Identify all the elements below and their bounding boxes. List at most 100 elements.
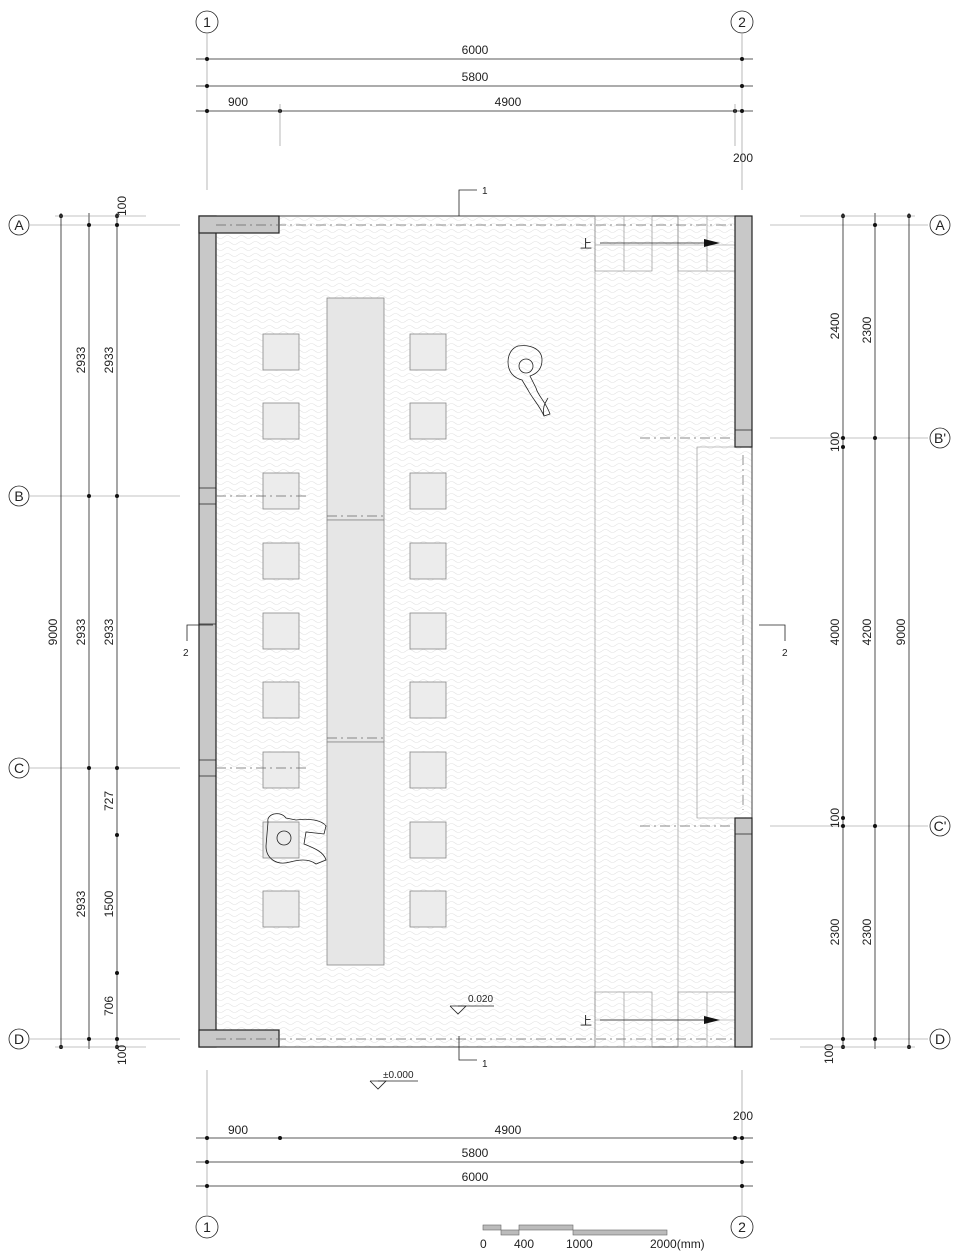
dim-top-seg-right: 200 — [733, 151, 753, 165]
section-mark-2-left — [186, 624, 213, 641]
seat — [262, 681, 300, 719]
grid-bubble-row-d-left: D — [8, 1028, 30, 1050]
grid-label-row-c-prime-right: C' — [934, 818, 947, 834]
dim-right-col2-0: 2300 — [860, 316, 874, 343]
grid-bubble-row-d-right: D — [929, 1028, 951, 1050]
seat — [409, 402, 447, 440]
seat — [262, 333, 300, 371]
grid-label-col-1-top: 1 — [203, 14, 211, 30]
grid-bubble-col-1-bottom: 1 — [195, 1215, 219, 1239]
grid-label-row-c-left: C — [14, 760, 24, 776]
seat — [262, 542, 300, 580]
section-mark-2-right — [759, 624, 786, 641]
dim-bottom-inner: 5800 — [462, 1146, 489, 1160]
section-label-2-right: 2 — [782, 648, 788, 659]
seat — [262, 890, 300, 928]
section-label-2-left: 2 — [183, 648, 189, 659]
grid-bubble-col-1-top: 1 — [195, 10, 219, 34]
dim-left-col2-1: 2933 — [74, 618, 88, 645]
dim-left-col3-3: 1500 — [102, 890, 116, 917]
seat — [409, 542, 447, 580]
section-label-1-bottom: 1 — [482, 1059, 488, 1070]
grid-bubble-col-2-top: 2 — [730, 10, 754, 34]
seat — [262, 751, 300, 789]
dim-right-col1-4: 2300 — [828, 918, 842, 945]
grid-label-col-2-top: 2 — [738, 14, 746, 30]
seat — [409, 890, 447, 928]
stair-label-top: 上 — [580, 237, 592, 251]
stair-arrow-top — [600, 239, 720, 247]
grid-bubble-row-a-right: A — [929, 214, 951, 236]
dim-right-col1-3: 100 — [828, 808, 842, 828]
scale-bar — [482, 1224, 668, 1236]
grid-label-row-b-left: B — [14, 488, 23, 504]
top-dimension-chains — [196, 57, 753, 146]
grid-label-row-a-left: A — [14, 217, 24, 233]
dim-left-col2-2: 2933 — [74, 890, 88, 917]
dim-left-col3-1: 2933 — [102, 618, 116, 645]
dim-right-col1-0: 2400 — [828, 312, 842, 339]
section-mark-1-top — [458, 189, 477, 216]
seat — [409, 681, 447, 719]
scale-label-400: 400 — [514, 1237, 534, 1251]
seats-left-column — [262, 333, 300, 928]
person-seated-figure — [265, 813, 327, 865]
stair-label-bottom: 上 — [580, 1014, 592, 1028]
grid-bubble-row-c-prime-right: C' — [929, 815, 951, 837]
level-marker-ground — [369, 1080, 418, 1090]
level-label-ground: ±0.000 — [383, 1070, 414, 1081]
dim-right-col1-5: 100 — [822, 1044, 836, 1064]
seat — [262, 821, 300, 859]
seat — [262, 612, 300, 650]
seat — [262, 472, 300, 510]
dim-top-seg-left: 900 — [228, 95, 248, 109]
section-label-1-top: 1 — [482, 186, 488, 197]
walls — [198, 215, 753, 1048]
bottom-dimension-chains — [196, 1136, 753, 1188]
grid-bubble-row-b-left: B — [8, 485, 30, 507]
dim-left-bottom-small: 100 — [115, 1045, 129, 1065]
grid-label-row-d-left: D — [14, 1031, 24, 1047]
dim-bottom-seg-main: 4900 — [495, 1123, 522, 1137]
dim-bottom-overall: 6000 — [462, 1170, 489, 1184]
grid-bubble-col-2-bottom: 2 — [730, 1215, 754, 1239]
grid-label-col-2-bottom: 2 — [738, 1219, 746, 1235]
seat — [409, 821, 447, 859]
level-label-floor: 0.020 — [468, 994, 493, 1005]
grid-bubble-row-b-prime-right: B' — [929, 427, 951, 449]
dim-right-col1-1: 100 — [828, 432, 842, 452]
long-table — [326, 297, 385, 966]
dim-left-overall: 9000 — [46, 618, 60, 645]
dim-left-col2-0: 2933 — [74, 346, 88, 373]
dim-bottom-seg-right: 200 — [733, 1109, 753, 1123]
seat — [409, 333, 447, 371]
dim-top-inner: 5800 — [462, 70, 489, 84]
stair-arrow-bottom — [600, 1016, 720, 1024]
dim-right-overall: 9000 — [894, 618, 908, 645]
right-dimension-chains — [800, 213, 915, 1049]
level-marker-floor — [449, 1005, 494, 1015]
dim-right-col1-2: 4000 — [828, 618, 842, 645]
grid-label-col-1-bottom: 1 — [203, 1219, 211, 1235]
seats-right-column — [409, 333, 447, 928]
grid-label-row-d-right: D — [935, 1031, 945, 1047]
dim-left-col3-0: 2933 — [102, 346, 116, 373]
dim-top-overall: 6000 — [462, 43, 489, 57]
grid-lines — [30, 34, 928, 1215]
seat — [262, 402, 300, 440]
seat — [409, 472, 447, 510]
grid-label-row-a-right: A — [935, 217, 945, 233]
grid-bubble-row-a-left: A — [8, 214, 30, 236]
scale-label-2000: 2000(mm) — [650, 1237, 705, 1251]
seat — [409, 612, 447, 650]
section-mark-1-bottom — [458, 1036, 477, 1061]
dim-left-top-small: 100 — [115, 196, 129, 216]
grid-label-row-b-prime-right: B' — [934, 430, 946, 446]
left-dimension-chains — [55, 213, 146, 1049]
scale-label-1000: 1000 — [566, 1237, 593, 1251]
grid-bubble-row-c-left: C — [8, 757, 30, 779]
seat — [409, 751, 447, 789]
dim-left-col3-4: 706 — [102, 996, 116, 1016]
dim-right-col2-1: 4200 — [860, 618, 874, 645]
